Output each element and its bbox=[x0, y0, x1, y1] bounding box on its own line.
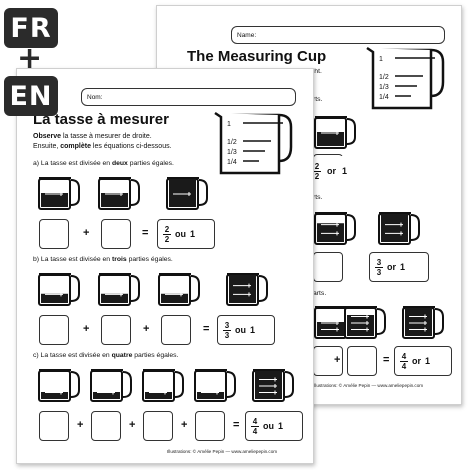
measuring-cup bbox=[313, 114, 357, 150]
name-field[interactable]: Nom: bbox=[81, 88, 296, 106]
measuring-cup bbox=[313, 210, 357, 246]
instructions: Observe la tasse à mesurer de droite. En… bbox=[33, 133, 172, 150]
measuring-cup bbox=[157, 271, 201, 307]
answer-box[interactable] bbox=[195, 411, 225, 441]
french-worksheet: Nom: La tasse à mesurer Observe la tasse… bbox=[16, 68, 314, 464]
answer-box[interactable] bbox=[143, 411, 173, 441]
measuring-cup bbox=[37, 271, 81, 307]
measuring-cup bbox=[343, 304, 387, 340]
plus-operator: + bbox=[129, 419, 136, 431]
section-b-fragment: rts. bbox=[313, 194, 323, 201]
french-badge: FR bbox=[4, 8, 58, 48]
measuring-cup bbox=[37, 175, 81, 211]
measuring-cup bbox=[225, 271, 269, 307]
credit-line: Illustrations: © Amélie Pepin — www.amel… bbox=[313, 383, 424, 388]
answer-box[interactable] bbox=[347, 346, 377, 376]
svg-text:1: 1 bbox=[379, 56, 383, 63]
answer-box[interactable] bbox=[101, 219, 131, 249]
measuring-cup bbox=[165, 175, 209, 211]
equals-operator: = bbox=[142, 227, 149, 239]
svg-text:1/4: 1/4 bbox=[379, 94, 389, 101]
measuring-cup bbox=[89, 367, 133, 403]
measuring-cup bbox=[401, 304, 445, 340]
plus-operator: + bbox=[77, 419, 84, 431]
answer-box[interactable] bbox=[161, 315, 191, 345]
page-title: La tasse à mesurer bbox=[33, 111, 169, 128]
plus-operator: + bbox=[83, 227, 90, 239]
svg-text:1/2: 1/2 bbox=[227, 139, 237, 146]
section-a-label: a) La tasse est divisée en deux parties … bbox=[33, 160, 174, 167]
svg-text:1/3: 1/3 bbox=[227, 149, 237, 156]
svg-text:1/3: 1/3 bbox=[379, 84, 389, 91]
section-b-label: b) La tasse est divisée en trois parties… bbox=[33, 256, 173, 263]
name-field[interactable]: Name: bbox=[231, 26, 445, 44]
intro-text-fragment: ight. bbox=[309, 68, 322, 75]
section-a-fragment: rts. bbox=[313, 96, 323, 103]
measuring-cup bbox=[377, 210, 421, 246]
plus-sign: + bbox=[17, 41, 43, 76]
plus-operator: + bbox=[334, 354, 341, 366]
page-title: The Measuring Cup bbox=[187, 48, 327, 65]
plus-operator: + bbox=[143, 323, 150, 335]
measuring-cup bbox=[193, 367, 237, 403]
answer-box[interactable] bbox=[39, 315, 69, 345]
measuring-cup bbox=[251, 367, 295, 403]
measuring-cup bbox=[141, 367, 185, 403]
plus-operator: + bbox=[83, 323, 90, 335]
svg-text:1/2: 1/2 bbox=[379, 74, 389, 81]
english-badge: EN bbox=[4, 76, 58, 116]
equals-operator: = bbox=[233, 419, 240, 431]
svg-text:1/4: 1/4 bbox=[227, 159, 237, 166]
section-c-fragment: arts. bbox=[313, 290, 327, 297]
credit-line: Illustrations: © Amélie Pepin — www.amel… bbox=[167, 449, 278, 454]
plus-operator: + bbox=[181, 419, 188, 431]
answer-box[interactable] bbox=[91, 411, 121, 441]
big-measuring-cup: 1 1/2 1/3 1/4 bbox=[213, 111, 297, 177]
measuring-cup bbox=[37, 367, 81, 403]
equals-operator: = bbox=[383, 354, 390, 366]
measuring-cup bbox=[97, 271, 141, 307]
svg-text:1: 1 bbox=[227, 121, 231, 128]
measuring-cup bbox=[97, 175, 141, 211]
answer-box[interactable] bbox=[39, 219, 69, 249]
big-measuring-cup: 1 1/2 1/3 1/4 bbox=[365, 46, 449, 112]
answer-box[interactable] bbox=[39, 411, 69, 441]
answer-box[interactable] bbox=[313, 252, 343, 282]
section-c-label: c) La tasse est divisée en quatre partie… bbox=[33, 352, 179, 359]
equals-operator: = bbox=[203, 323, 210, 335]
answer-box[interactable] bbox=[101, 315, 131, 345]
